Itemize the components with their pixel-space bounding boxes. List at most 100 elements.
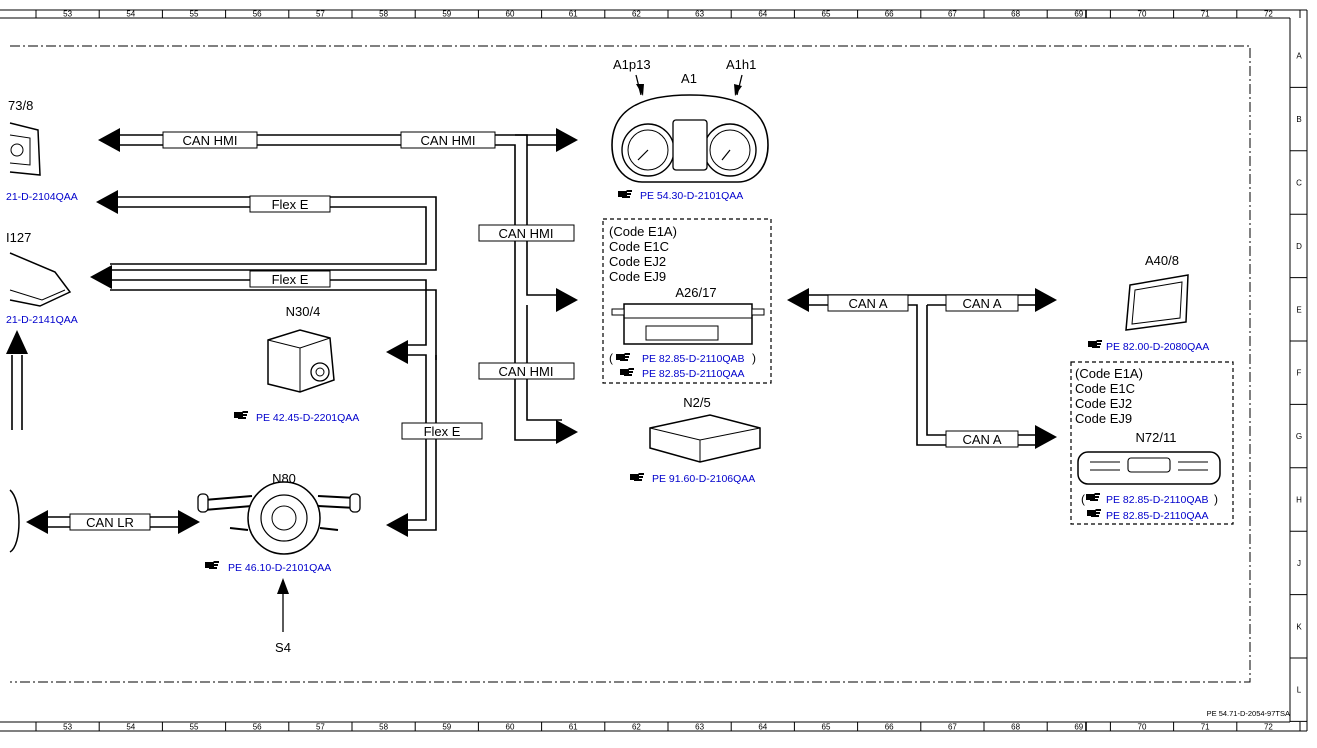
grid-column-label: 70	[1138, 10, 1147, 19]
bus-label-flex-e-3: Flex E	[401, 422, 483, 440]
svg-text:Flex E: Flex E	[424, 424, 461, 439]
drawing-frame: 53 54 55 56 57 58 59 60 61 62 63 64 65 66 67 68 69 70 71 72…	[0, 9, 1308, 732]
svg-text:A1: A1	[681, 71, 697, 86]
grid-column-label: 64	[758, 723, 767, 732]
component-n30-4: N30/4 PE 42.45-D-2201QAA	[234, 304, 359, 424]
bus-label-can-hmi-1: CAN HMI	[162, 131, 258, 149]
grid-column-label: 64	[758, 10, 767, 19]
svg-text:Flex E: Flex E	[272, 272, 309, 287]
svg-text:PE 82.85-D-2110QAB: PE 82.85-D-2110QAB	[1106, 494, 1209, 506]
component-left-edge-partial	[9, 489, 20, 553]
svg-text:Code EJ2: Code EJ2	[1075, 396, 1132, 411]
svg-text:(: (	[1081, 492, 1085, 506]
svg-text:S4: S4	[275, 640, 291, 655]
bus-label-can-a-2: CAN A	[945, 294, 1019, 312]
grid-column-label: 61	[569, 723, 578, 732]
grid-column-label: 63	[695, 723, 704, 732]
svg-text:CAN A: CAN A	[962, 432, 1001, 447]
svg-text:A40/8: A40/8	[1145, 253, 1179, 268]
svg-text:Code EJ9: Code EJ9	[609, 269, 666, 284]
svg-text:CAN HMI: CAN HMI	[499, 364, 554, 379]
bus-label-flex-e-2: Flex E	[249, 270, 331, 288]
svg-text:Code E1C: Code E1C	[609, 239, 669, 254]
bus-label-flex-e-1: Flex E	[249, 195, 331, 213]
svg-text:(Code E1A): (Code E1A)	[609, 224, 677, 239]
grid-column-label: 59	[442, 10, 451, 19]
component-n72-11: (Code E1A) Code E1C Code EJ2 Code EJ9 N7…	[1070, 361, 1234, 525]
svg-text:CAN A: CAN A	[848, 296, 887, 311]
grid-column-label: 60	[506, 723, 515, 732]
grid-column-label: 54	[126, 10, 135, 19]
grid-row-label: B	[1296, 115, 1301, 124]
system-boundary	[10, 45, 1251, 683]
component-n80: N80 PE 46.10-D-2101QAA S4	[197, 471, 361, 655]
grid-column-label: 69	[1074, 10, 1083, 19]
grid-row-label: K	[1296, 622, 1302, 631]
grid-column-label: 57	[316, 10, 325, 19]
grid-row-label: H	[1296, 496, 1302, 505]
svg-text:CAN HMI: CAN HMI	[499, 226, 554, 241]
svg-text:PE 82.85-D-2110QAA: PE 82.85-D-2110QAA	[1106, 510, 1209, 522]
component-a1-instrument-cluster: A1 A1p13 A1h1 PE 54.30-D-2101QAA	[611, 57, 769, 202]
svg-text:A1h1: A1h1	[726, 57, 756, 72]
svg-text:Code EJ9: Code EJ9	[1075, 411, 1132, 426]
component-n2-5: N2/5 PE 91.60-D-2106QAA	[630, 395, 761, 485]
svg-text:CAN A: CAN A	[962, 296, 1001, 311]
bus-label-can-hmi-3: CAN HMI	[478, 224, 575, 242]
bus-label-can-hmi-2: CAN HMI	[400, 131, 496, 149]
grid-column-label: 67	[948, 723, 957, 732]
grid-column-label: 58	[379, 723, 388, 732]
svg-text:I127: I127	[6, 230, 31, 245]
grid-column-label: 71	[1201, 723, 1210, 732]
grid-column-label: 66	[885, 723, 894, 732]
svg-text:A1p13: A1p13	[613, 57, 651, 72]
document-id: PE 54.71-D-2054-97TSA	[1207, 709, 1290, 718]
grid-column-label: 68	[1011, 723, 1020, 732]
grid-column-label: 56	[253, 723, 262, 732]
svg-text:A26/17: A26/17	[675, 285, 716, 300]
grid-row-label: F	[1297, 369, 1302, 378]
grid-column-label: 62	[632, 10, 641, 19]
bus-label-can-hmi-4: CAN HMI	[478, 362, 575, 380]
grid-row-label: G	[1296, 432, 1302, 441]
grid-row-label: C	[1296, 179, 1302, 188]
svg-text:21-D-2104QAA: 21-D-2104QAA	[6, 191, 78, 203]
left-vertical-line	[11, 355, 23, 430]
svg-text:N72/11: N72/11	[1136, 430, 1177, 445]
grid-column-label: 55	[190, 723, 199, 732]
grid-column-label: 69	[1074, 723, 1083, 732]
svg-text:Code EJ2: Code EJ2	[609, 254, 666, 269]
can-a-lines	[805, 294, 1040, 446]
grid-column-label: 72	[1264, 10, 1273, 19]
svg-text:CAN LR: CAN LR	[86, 515, 134, 530]
grid-row-label: A	[1296, 52, 1302, 61]
grid-column-label: 71	[1201, 10, 1210, 19]
grid-column-label: 67	[948, 10, 957, 19]
grid-column-label: 61	[569, 10, 578, 19]
grid-column-label: 59	[442, 723, 451, 732]
component-a73-8: 73/8 21-D-2104QAA	[6, 98, 78, 203]
grid-column-label: 57	[316, 723, 325, 732]
svg-text:): )	[1214, 492, 1218, 506]
grid-row-label: J	[1297, 559, 1301, 568]
svg-text:PE 82.00-D-2080QAA: PE 82.00-D-2080QAA	[1106, 341, 1209, 353]
bus-label-can-a-1: CAN A	[827, 294, 909, 312]
grid-column-label: 65	[822, 10, 831, 19]
grid-column-label: 65	[822, 723, 831, 732]
grid-column-label: 63	[695, 10, 704, 19]
svg-text:(: (	[609, 351, 613, 365]
svg-text:PE 82.85-D-2110QAA: PE 82.85-D-2110QAA	[642, 368, 745, 380]
component-n127: I127 21-D-2141QAA	[6, 230, 78, 326]
grid-column-label: 62	[632, 723, 641, 732]
grid-column-label: 55	[190, 10, 199, 19]
svg-text:CAN HMI: CAN HMI	[421, 133, 476, 148]
grid-column-label: 60	[506, 10, 515, 19]
can-hmi-line-top	[120, 134, 562, 441]
component-a40-8: A40/8 PE 82.00-D-2080QAA	[1088, 253, 1209, 353]
svg-text:CAN HMI: CAN HMI	[183, 133, 238, 148]
grid-column-label: 53	[63, 10, 72, 19]
svg-text:(Code E1A): (Code E1A)	[1075, 366, 1143, 381]
